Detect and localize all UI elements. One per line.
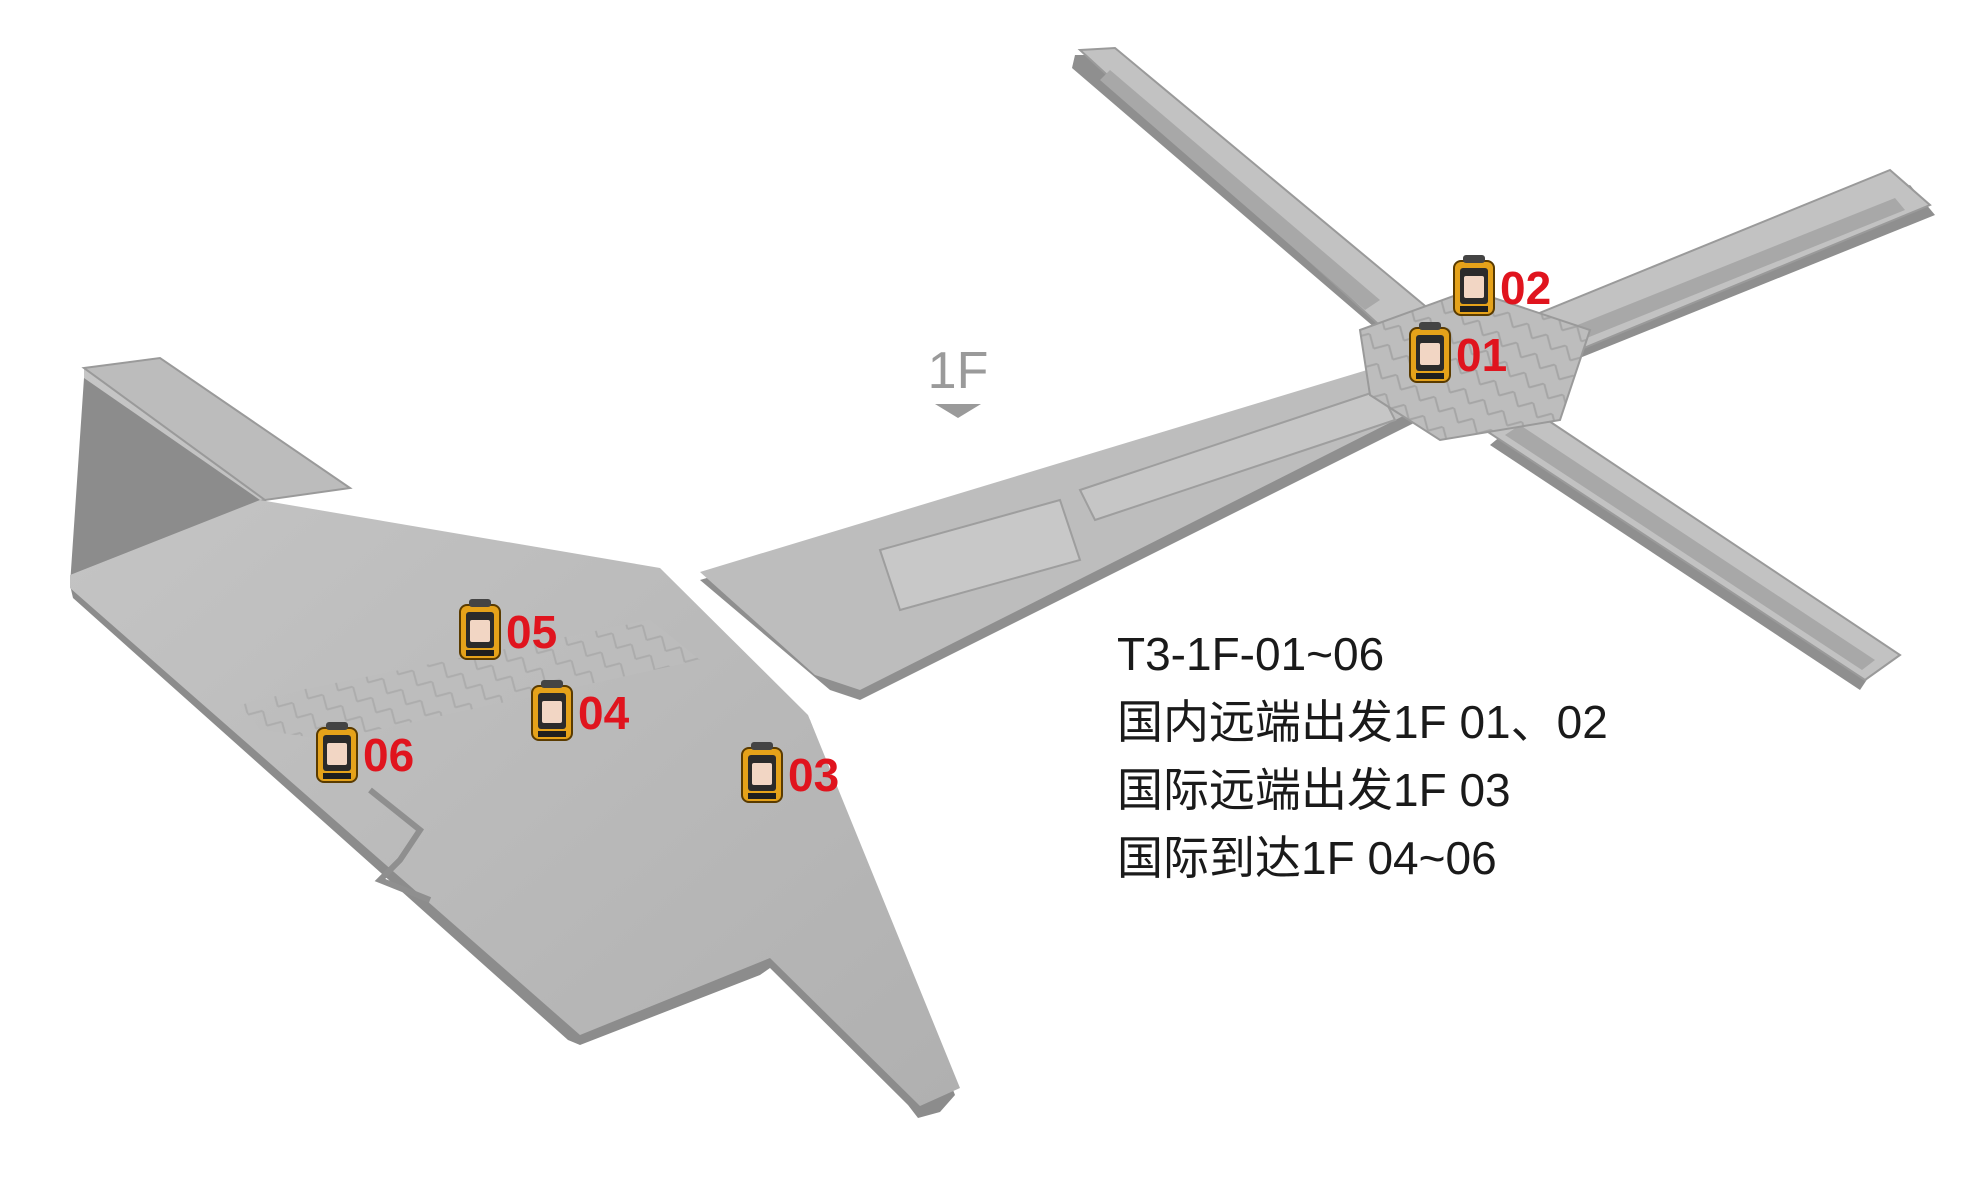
pier-southeast-inner [1505, 425, 1875, 670]
aed-marker-06[interactable]: 06 [316, 722, 414, 783]
hall-step-detail [240, 620, 700, 740]
aed-defibrillator-icon [459, 599, 501, 660]
connector-corridor-ridge-2 [1078, 388, 1397, 522]
aed-marker-label: 01 [1456, 329, 1507, 381]
aed-defibrillator-icon [531, 680, 573, 741]
legend-line-1: T3-1F-01~06 [1117, 628, 1385, 680]
location-legend: T3-1F-01~06 国内远端出发1F 01、02 国际远端出发1F 03 国… [1117, 620, 1717, 892]
aed-defibrillator-icon [316, 722, 358, 783]
aed-marker-label: 06 [363, 729, 414, 781]
aed-marker-03[interactable]: 03 [741, 742, 839, 803]
legend-line-3: 国际远端出发1F 03 [1117, 764, 1511, 816]
aed-marker-01[interactable]: 01 [1409, 322, 1507, 383]
aed-markers: 01 02 03 04 05 06 [316, 255, 1551, 803]
aed-defibrillator-icon [741, 742, 783, 803]
aed-marker-label: 03 [788, 749, 839, 801]
aed-marker-05[interactable]: 05 [459, 599, 557, 660]
hall-step-edge [368, 787, 432, 903]
aed-defibrillator-icon [1409, 322, 1451, 383]
aed-defibrillator-icon [1453, 255, 1495, 316]
aed-marker-label: 04 [578, 687, 630, 739]
aed-marker-02[interactable]: 02 [1453, 255, 1551, 316]
legend-line-4: 国际到达1F 04~06 [1117, 832, 1497, 884]
connector-corridor-ridge [878, 498, 1082, 612]
aed-marker-label: 02 [1500, 262, 1551, 314]
aed-marker-label: 05 [506, 606, 557, 658]
legend-line-2: 国内远端出发1F 01、02 [1117, 696, 1608, 748]
floor-label: 1F [928, 342, 989, 400]
aed-marker-04[interactable]: 04 [531, 680, 630, 741]
pier-northwest-inner [1100, 70, 1380, 310]
north-west-arm [81, 356, 353, 502]
pier-northeast-inner [1540, 198, 1905, 352]
main-hall [70, 358, 960, 1106]
floor-pointer-icon [935, 404, 981, 418]
